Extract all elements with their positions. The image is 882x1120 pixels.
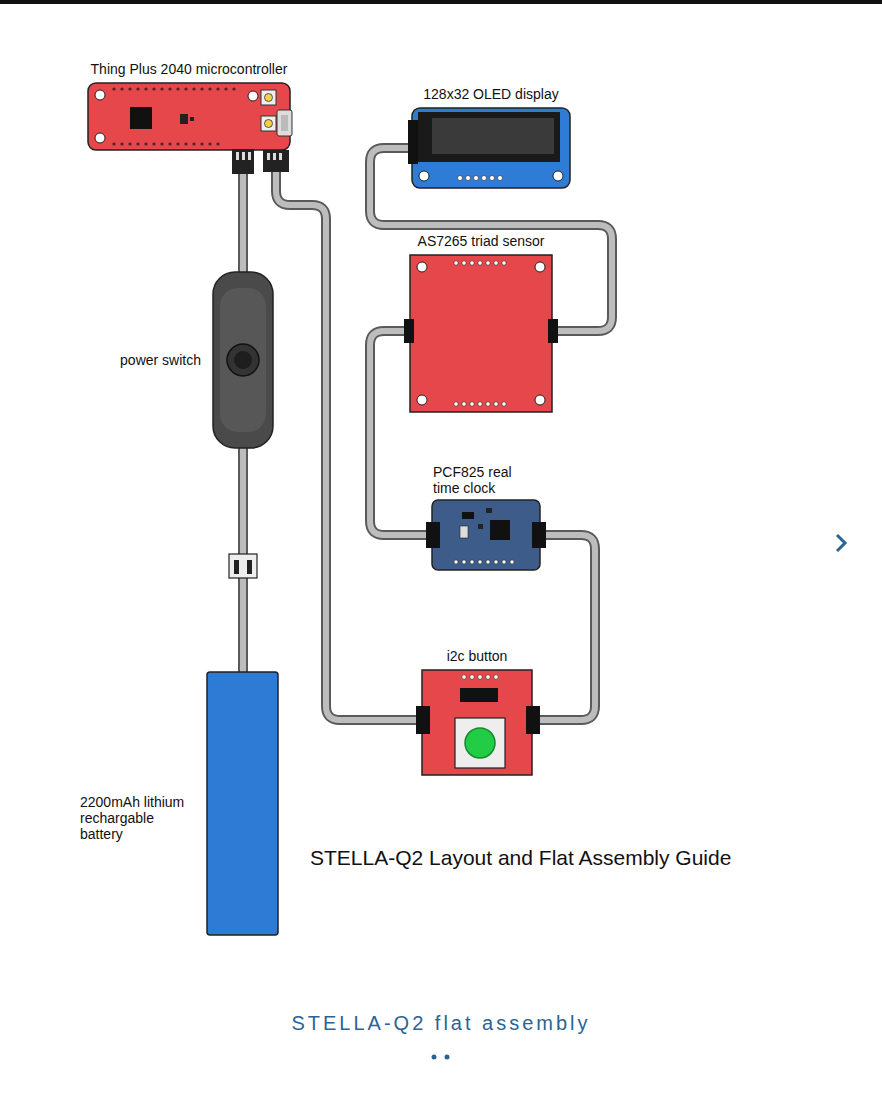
clock-node: PCF825 real time clock	[432, 500, 540, 570]
display-node: 128x32 OLED display	[412, 108, 570, 188]
microcontroller-node: Thing Plus 2040 microcontroller	[88, 83, 290, 150]
qwiic-cable	[532, 535, 595, 720]
cable-outline	[276, 150, 422, 720]
part-label: power switch	[120, 352, 201, 368]
power-switch	[213, 272, 273, 448]
sensor-node: AS7265 triad sensor	[410, 255, 552, 412]
top-bar	[0, 0, 882, 4]
rtc-board	[426, 500, 546, 570]
oled-board	[408, 108, 570, 188]
part-label: i2c button	[447, 648, 508, 664]
sensor-board	[404, 255, 558, 412]
next-chevron	[837, 535, 845, 551]
button-node: i2c button	[422, 670, 532, 775]
part-label: 2200mAh lithium rechargable battery	[80, 794, 198, 842]
cable-core	[276, 150, 422, 720]
qwiic-cable	[276, 150, 422, 720]
battery-node: 2200mAh lithium rechargable battery	[207, 672, 278, 935]
button-board	[416, 670, 540, 775]
pager-dot	[445, 1055, 450, 1060]
part-label: PCF825 real time clock	[433, 464, 525, 496]
microcontroller-board	[88, 83, 292, 174]
pager-dot	[432, 1055, 437, 1060]
switch-node: power switch	[213, 272, 273, 448]
part-label: Thing Plus 2040 microcontroller	[91, 61, 288, 77]
battery-connector	[229, 554, 257, 578]
battery-cell	[207, 672, 278, 935]
cable-core	[532, 535, 595, 720]
part-label: AS7265 triad sensor	[418, 233, 545, 249]
cable-outline	[532, 535, 595, 720]
part-label: 128x32 OLED display	[423, 86, 558, 102]
diagram-caption: STELLA-Q2 flat assembly	[0, 1012, 882, 1035]
diagram-title: STELLA-Q2 Layout and Flat Assembly Guide	[310, 846, 731, 870]
